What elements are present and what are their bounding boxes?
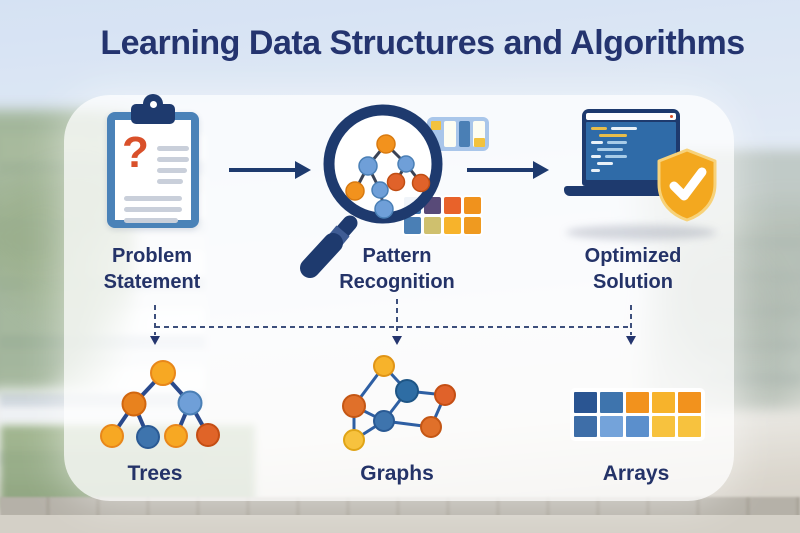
step-label-problem-statement: Problem Statement xyxy=(103,245,201,293)
flow-arrow-1 xyxy=(229,161,311,179)
structure-label-trees: Trees xyxy=(127,462,183,485)
clipboard-clip xyxy=(131,104,175,124)
grid-cell xyxy=(678,392,701,413)
doc-line xyxy=(124,218,178,223)
mini-table-cell xyxy=(444,121,456,147)
grid-cell xyxy=(464,217,481,234)
grid-cell xyxy=(626,416,649,437)
clipboard-question-icon: ? xyxy=(105,94,201,232)
array-grid-icon xyxy=(570,388,705,441)
binary-tree-icon xyxy=(100,360,220,449)
mini-table-cell xyxy=(459,121,470,147)
grid-cell xyxy=(444,217,461,234)
laptop-code-shield-icon xyxy=(558,103,723,243)
grid-cell xyxy=(652,416,675,437)
question-mark: ? xyxy=(122,128,149,177)
graph-network-icon xyxy=(342,355,456,451)
doc-line xyxy=(124,207,182,212)
grid-cell xyxy=(444,197,461,214)
clipboard-knob xyxy=(143,94,163,114)
mini-table-cell xyxy=(474,138,485,147)
doc-line xyxy=(157,168,187,173)
step-label-optimized-solution: Optimized Solution xyxy=(584,245,682,293)
grid-cell xyxy=(600,416,623,437)
step-label-pattern-recognition: Pattern Recognition xyxy=(339,245,455,293)
shield-check-icon xyxy=(657,148,717,222)
magnifying-glass-tree-icon xyxy=(300,104,443,278)
structure-label-arrays: Arrays xyxy=(602,462,670,485)
arrowhead-down xyxy=(392,336,402,345)
grid-cell xyxy=(574,416,597,437)
grid-cell xyxy=(600,392,623,413)
page-title: Learning Data Structures and Algorithms xyxy=(100,24,745,62)
laptop-titlebar xyxy=(586,113,676,120)
dashed-connector xyxy=(150,299,636,345)
mini-table-icon xyxy=(427,117,489,151)
laptop-shadow xyxy=(566,225,716,240)
grid-cell xyxy=(404,217,421,234)
arrowhead-down xyxy=(626,336,636,345)
doc-line xyxy=(157,157,189,162)
laptop-base xyxy=(564,186,702,196)
flow-arrow-2 xyxy=(467,161,549,179)
arrowhead-down xyxy=(150,336,160,345)
structure-label-graphs: Graphs xyxy=(360,462,434,485)
grid-cell xyxy=(424,217,441,234)
mini-table-cell xyxy=(431,121,441,147)
doc-line xyxy=(157,179,183,184)
doc-line xyxy=(157,146,189,151)
doc-line xyxy=(124,196,182,201)
grid-cell xyxy=(626,392,649,413)
road-strip xyxy=(0,515,800,533)
clipboard-board: ? xyxy=(107,112,199,228)
grid-cell xyxy=(678,416,701,437)
grid-cell xyxy=(464,197,481,214)
wall-strip xyxy=(0,497,800,517)
grid-cell xyxy=(652,392,675,413)
grid-cell xyxy=(574,392,597,413)
